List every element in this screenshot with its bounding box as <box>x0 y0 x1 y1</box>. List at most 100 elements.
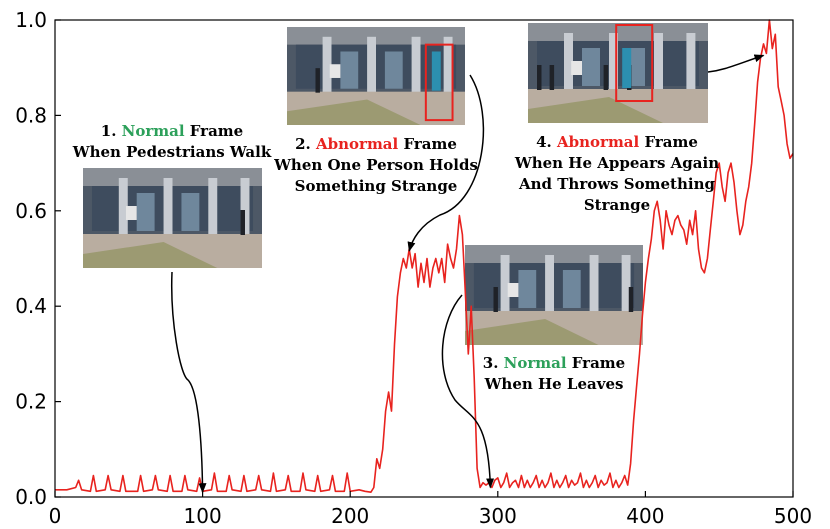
frame-pillar <box>564 33 573 93</box>
frame-door <box>136 193 155 231</box>
annotation-line: 1. Normal Frame <box>101 122 243 140</box>
annotation-text-part: Frame <box>567 354 626 372</box>
frame-pillar <box>208 178 218 238</box>
annotation-line: Strange <box>584 196 650 214</box>
frame-person <box>603 65 609 90</box>
annotation-text-part: 4. <box>536 133 557 151</box>
frame-door <box>340 51 359 89</box>
annotation-arrow-1 <box>170 271 207 494</box>
frame-person <box>537 65 542 90</box>
annotation-text-part: When He Leaves <box>484 375 624 393</box>
frame-pillar <box>443 36 453 96</box>
frame-person <box>315 68 320 93</box>
frame-sign <box>125 206 137 220</box>
y-tick-label: 0.4 <box>15 294 47 318</box>
frame-door <box>582 48 600 86</box>
annotation-text-part: Abnormal <box>315 135 399 153</box>
frame-pillar <box>545 255 554 315</box>
annotation-text-part: Normal <box>504 354 567 372</box>
y-tick-label: 1.0 <box>15 8 47 32</box>
frame-pillar <box>367 36 376 96</box>
annotation-line: When He Leaves <box>484 375 624 393</box>
frame-person-highlighted <box>622 48 632 88</box>
detection-box <box>424 43 454 122</box>
x-tick-label: 200 <box>331 504 369 528</box>
annotation-text-part: 1. <box>101 122 122 140</box>
annotation-text-part: Frame <box>398 135 457 153</box>
annotation-text-part: When Pedestrians Walk <box>72 143 272 161</box>
x-tick-label: 0 <box>49 504 62 528</box>
frame-sign <box>507 283 519 297</box>
frame-person <box>493 287 498 312</box>
frame-grass <box>83 242 218 268</box>
annotation-line: 3. Normal Frame <box>483 354 625 372</box>
frame-sign <box>329 64 341 78</box>
video-frame-4 <box>528 23 708 123</box>
frame-door <box>181 193 200 231</box>
frame-grass <box>287 99 421 125</box>
annotation-line: When Pedestrians Walk <box>72 143 272 161</box>
frame-pillar <box>163 178 173 238</box>
annotation-text-part: When He Appears Again <box>514 154 719 172</box>
frame-person <box>549 65 555 90</box>
annotation-line: Something Strange <box>295 177 458 195</box>
annotation-text-part: 3. <box>483 354 504 372</box>
x-tick-label: 500 <box>774 504 812 528</box>
frame-pillar <box>654 33 663 93</box>
frame-grass <box>465 319 599 345</box>
frame-door <box>562 270 581 308</box>
annotation-arrow-4 <box>707 54 765 73</box>
frame-person-highlighted <box>431 51 441 91</box>
frame-sign <box>571 61 582 75</box>
y-tick-label: 0.2 <box>15 390 47 414</box>
video-frame-2 <box>287 27 465 125</box>
annotation-line: And Throws Something <box>518 175 716 193</box>
frame-pillar <box>118 178 128 238</box>
frame-person <box>240 210 245 235</box>
x-tick-label: 100 <box>184 504 222 528</box>
frame-door <box>384 51 403 89</box>
plot-frame <box>54 19 794 498</box>
video-frames <box>83 23 708 345</box>
frame-grass <box>528 97 663 123</box>
annotation-arrow-2 <box>407 74 485 252</box>
annotation-arrows <box>170 54 765 494</box>
annotation-line: 4. Abnormal Frame <box>536 133 698 151</box>
annotation-line: When He Appears Again <box>514 154 719 172</box>
y-tick-label: 0.0 <box>15 485 47 509</box>
annotation-text-part: Strange <box>584 196 650 214</box>
annotation-text-part: 2. <box>295 135 316 153</box>
frame-pillar <box>240 178 250 238</box>
frame-person <box>628 287 634 312</box>
frame-door <box>518 270 537 308</box>
frame-pillar <box>411 36 421 96</box>
frame-pillar <box>589 255 599 315</box>
annotation-text-part: Frame <box>185 122 244 140</box>
x-tick-label: 300 <box>479 504 517 528</box>
annotation-arrow-3 <box>441 294 495 489</box>
frame-pillar <box>500 255 510 315</box>
annotation-text-part: Normal <box>122 122 185 140</box>
frame-pillar <box>322 36 332 96</box>
annotation-text-part: And Throws Something <box>518 175 716 193</box>
annotation-text-part: Frame <box>639 133 698 151</box>
x-tick-label: 400 <box>626 504 664 528</box>
frame-pillar <box>621 255 631 315</box>
frame-pillar <box>609 33 618 93</box>
annotation-line: When One Person Holds <box>273 156 478 174</box>
annotation-line: 2. Abnormal Frame <box>295 135 457 153</box>
annotation-text-part: When One Person Holds <box>273 156 478 174</box>
frame-pillar <box>686 33 696 93</box>
annotation-text-part: Something Strange <box>295 177 458 195</box>
video-frame-1 <box>83 168 262 268</box>
video-frame-3 <box>465 245 643 345</box>
annotation-text-part: Abnormal <box>556 133 640 151</box>
y-tick-label: 0.6 <box>15 199 47 223</box>
